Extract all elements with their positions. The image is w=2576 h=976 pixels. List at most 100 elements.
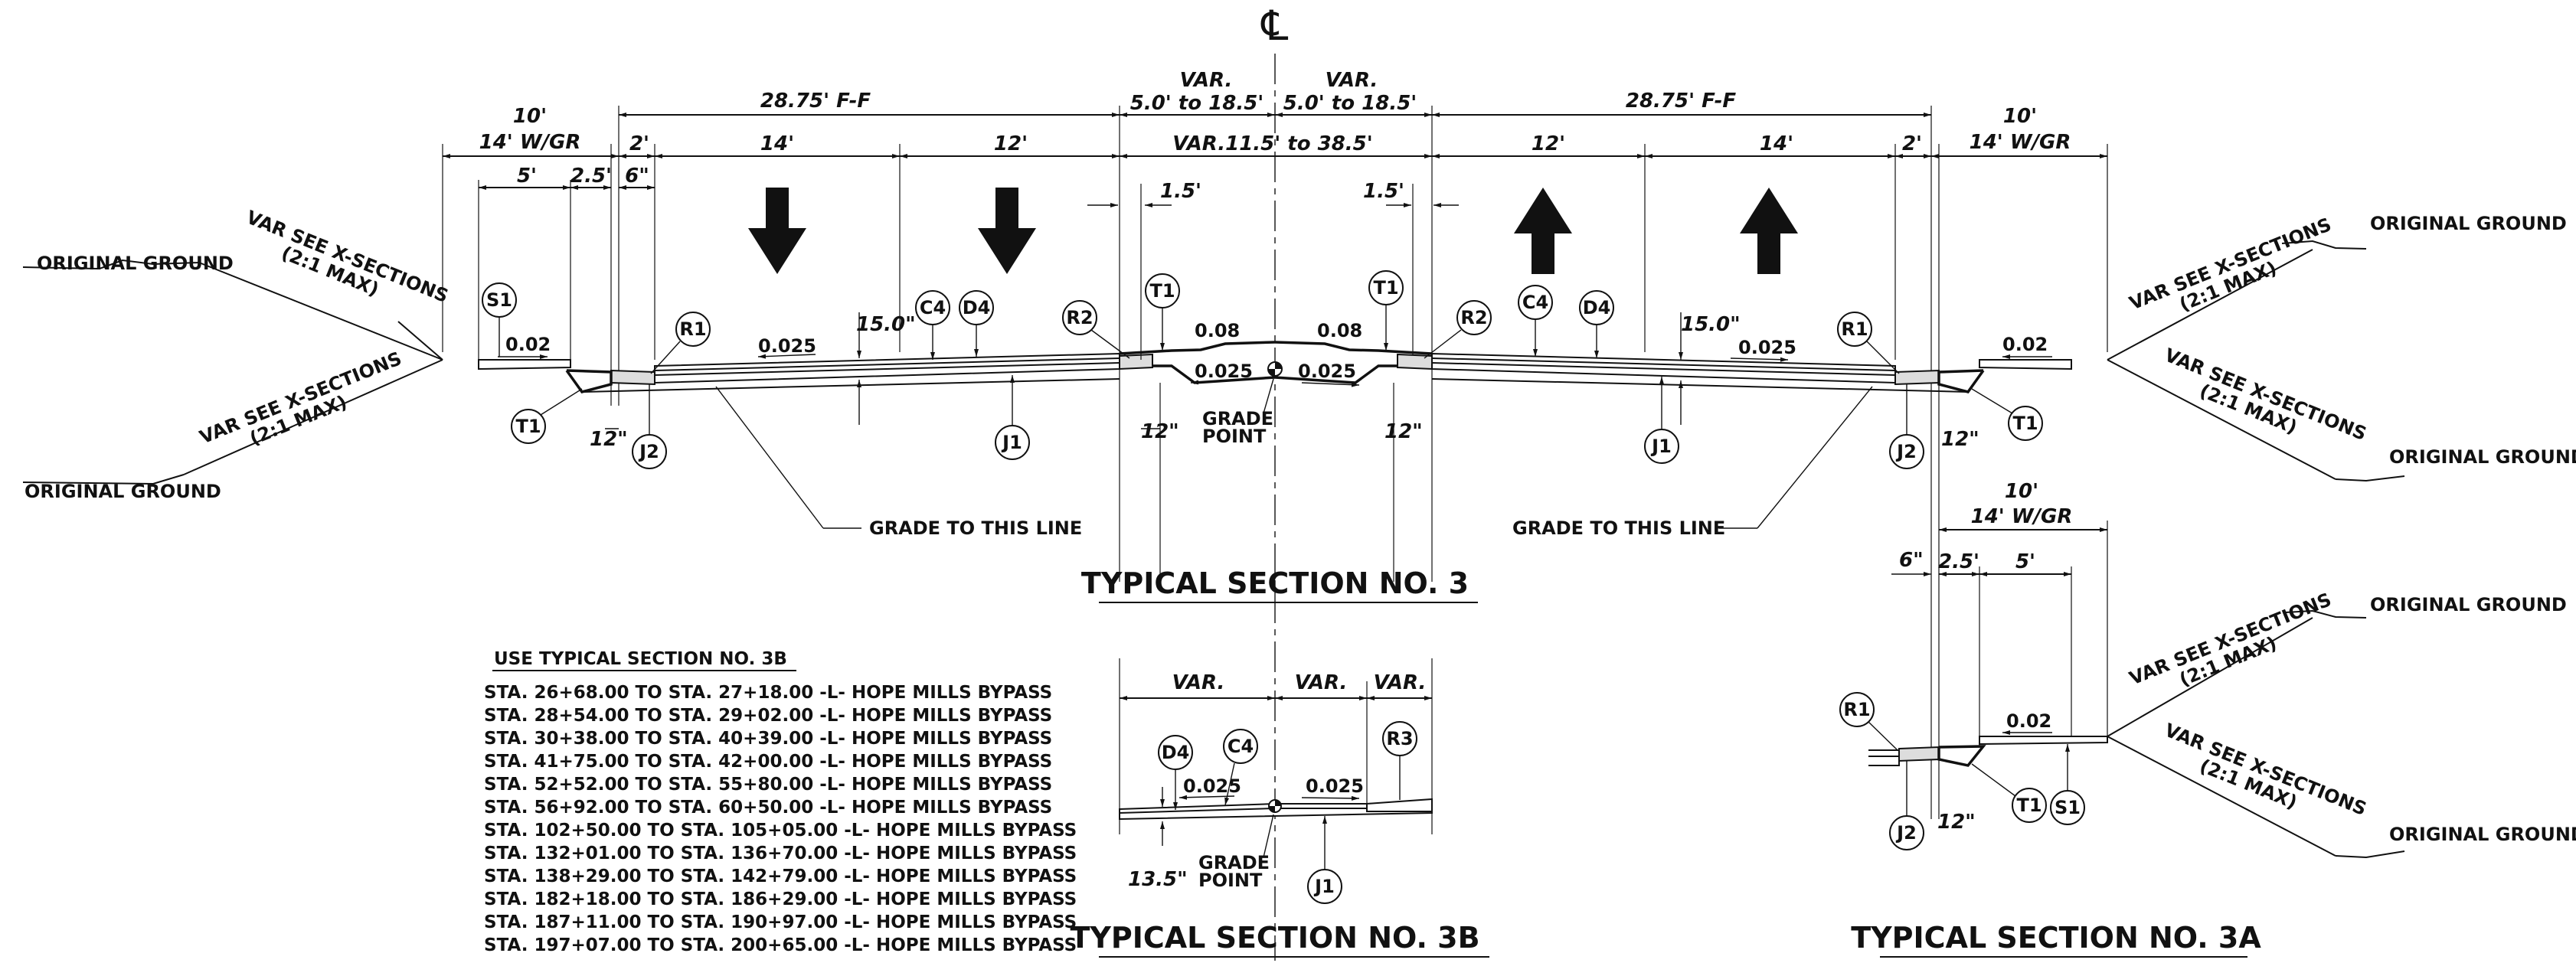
var-see-upper-left: VAR SEE X-SECTIONS (2:1 MAX) <box>236 207 457 328</box>
slope-median-top-right: 0.08 <box>1317 320 1362 341</box>
dim-135-3b: 13.5" <box>1128 868 1188 891</box>
gr-block-3a <box>1898 746 1940 762</box>
dim-6in-left: 6" <box>625 165 649 188</box>
station-row: STA. 52+52.00 TO STA. 55+80.00 -L- HOPE … <box>484 775 1052 795</box>
svg-text:D4: D4 <box>963 297 991 318</box>
svg-text:R2: R2 <box>1066 307 1093 328</box>
station-row: STA. 102+50.00 TO STA. 105+05.00 -L- HOP… <box>484 821 1077 841</box>
dim-12in-3a: 12" <box>1937 811 1976 834</box>
station-row: STA. 182+18.00 TO STA. 186+29.00 -L- HOP… <box>484 889 1077 909</box>
var-see-lower-right: VAR SEE X-SECTIONS (2:1 MAX) <box>2154 344 2375 466</box>
r2-block-left <box>1119 353 1153 370</box>
section3b-title: TYPICAL SECTION NO. 3B <box>1070 921 1479 955</box>
slope-median-bot-left: 0.025 <box>1195 361 1253 382</box>
section3-title: TYPICAL SECTION NO. 3 <box>1081 566 1469 600</box>
var-see-lower-left: VAR SEE X-SECTIONS (2:1 MAX) <box>197 345 418 467</box>
dim-shoulder-left: 10' <box>513 105 547 128</box>
callout-d4-left: D4 <box>959 290 994 357</box>
callout-r2-right: R2 <box>1424 300 1492 359</box>
median-right <box>1274 341 1433 355</box>
shoulder-3a <box>1979 736 2108 746</box>
svg-text:R1: R1 <box>679 318 706 340</box>
dim-var-3b-1: VAR. <box>1172 671 1225 694</box>
station-row: STA. 30+38.00 TO STA. 40+39.00 -L- HOPE … <box>484 729 1052 749</box>
var-see-lower-3a: VAR SEE X-SECTIONS (2:1 MAX) <box>2154 720 2375 841</box>
dim-14ft-left: 14' <box>760 132 794 155</box>
dim-5ft-left: 5' <box>517 165 537 188</box>
traffic-arrow-down-icon <box>978 188 1036 274</box>
dim-shoulder-right: 10' <box>2003 105 2037 128</box>
callout-t1-center-right: T1 <box>1368 270 1404 351</box>
grade-point-3b-label-2: POINT <box>1198 870 1263 891</box>
grade-note-left: GRADE TO THIS LINE <box>869 517 1082 539</box>
svg-text:J2: J2 <box>638 441 659 462</box>
dim-shoulder-gr-right: 14' W/GR <box>1970 131 2071 154</box>
dim-var-3b-2: VAR. <box>1295 671 1348 694</box>
callout-t1-center-left: T1 <box>1145 273 1180 351</box>
svg-text:D4: D4 <box>1162 742 1190 763</box>
callout-c4-3b: C4 <box>1223 729 1258 806</box>
dim-6in-3a: 6" <box>1899 549 1924 572</box>
dim-12ft-left: 12' <box>994 132 1028 155</box>
station-row: STA. 28+54.00 TO STA. 29+02.00 -L- HOPE … <box>484 706 1052 726</box>
shoulder-right <box>1979 359 2072 370</box>
dim-var-left: VAR. <box>1180 69 1233 92</box>
slope-3b-2: 0.025 <box>1306 775 1364 797</box>
original-ground-label-upper-right: ORIGINAL GROUND <box>2370 213 2567 234</box>
original-ground-lower-right <box>2335 475 2405 482</box>
station-list-heading: USE TYPICAL SECTION NO. 3B <box>494 649 787 669</box>
svg-text:R2: R2 <box>1460 307 1487 328</box>
callout-j1-3b: J1 <box>1307 816 1342 904</box>
slope-3b-1: 0.025 <box>1183 775 1241 797</box>
dim-12in-a-right: 12" <box>1384 420 1423 443</box>
dim-shoulder-gr-3a: 14' W/GR <box>1971 505 2073 528</box>
svg-text:J2: J2 <box>1895 822 1917 844</box>
slope-median-bot-right: 0.025 <box>1298 361 1356 382</box>
callout-j2-3a: J2 <box>1889 761 1924 850</box>
slope-median-top-left: 0.08 <box>1195 320 1240 341</box>
original-ground-label-upper-left: ORIGINAL GROUND <box>37 253 234 274</box>
slope-lane-left: 0.025 <box>758 335 816 357</box>
grade-point-label-2: POINT <box>1202 426 1267 447</box>
dim-15in-right: 1.5' <box>1363 180 1404 203</box>
svg-text:C4: C4 <box>1522 292 1548 313</box>
callout-c4-right: C4 <box>1518 285 1553 357</box>
grade-point-label-1: GRADE <box>1202 408 1273 429</box>
pavement-3a <box>1868 749 1900 766</box>
station-row: STA. 187+11.00 TO STA. 190+97.00 -L- HOP… <box>484 912 1077 932</box>
callout-t1-right: T1 <box>1971 388 2043 441</box>
callout-r1-right: R1 <box>1837 312 1900 374</box>
dim-15in-left: 1.5' <box>1160 180 1201 203</box>
station-row: STA. 26+68.00 TO STA. 27+18.00 -L- HOPE … <box>484 683 1052 703</box>
slope-shoulder-left: 0.02 <box>505 334 551 355</box>
dim-14ft-right: 14' <box>1760 132 1793 155</box>
dim-150in-right: 15.0" <box>1681 313 1741 336</box>
callout-s1-left: S1 <box>482 282 517 357</box>
svg-text:S1: S1 <box>2055 797 2081 818</box>
callout-j1-right: J1 <box>1644 377 1679 464</box>
original-ground-label-lower-left: ORIGINAL GROUND <box>25 481 221 502</box>
station-row: STA. 197+07.00 TO STA. 200+65.00 -L- HOP… <box>484 935 1077 955</box>
station-row: STA. 138+29.00 TO STA. 142+79.00 -L- HOP… <box>484 867 1077 886</box>
var-see-upper-right: VAR SEE X-SECTIONS (2:1 MAX) <box>2127 211 2348 333</box>
dim-shoulder-3a: 10' <box>2005 480 2038 503</box>
original-ground-lower-3a <box>2335 850 2405 859</box>
svg-text:T1: T1 <box>515 416 541 437</box>
slope-lane-right: 0.025 <box>1738 337 1796 358</box>
slope-shoulder-right: 0.02 <box>2002 334 2048 355</box>
dim-2ft-right: 2' <box>1902 132 1922 155</box>
grade-note-right: GRADE TO THIS LINE <box>1512 517 1725 539</box>
original-ground-upper-3a <box>2285 609 2367 619</box>
svg-text:T1: T1 <box>1373 277 1398 299</box>
svg-text:T1: T1 <box>2012 413 2038 434</box>
shoulder-left <box>478 359 571 370</box>
callout-r1-3a: R1 <box>1839 692 1898 751</box>
svg-text:R1: R1 <box>1841 318 1868 340</box>
traffic-arrow-up-icon <box>1740 188 1798 274</box>
traffic-arrow-down-icon <box>748 188 806 274</box>
original-ground-label-lower-3a: ORIGINAL GROUND <box>2389 824 2576 845</box>
callout-j2-left: J2 <box>632 384 667 469</box>
dim-150in-left: 15.0" <box>856 313 916 336</box>
original-ground-lower-left <box>22 474 185 485</box>
